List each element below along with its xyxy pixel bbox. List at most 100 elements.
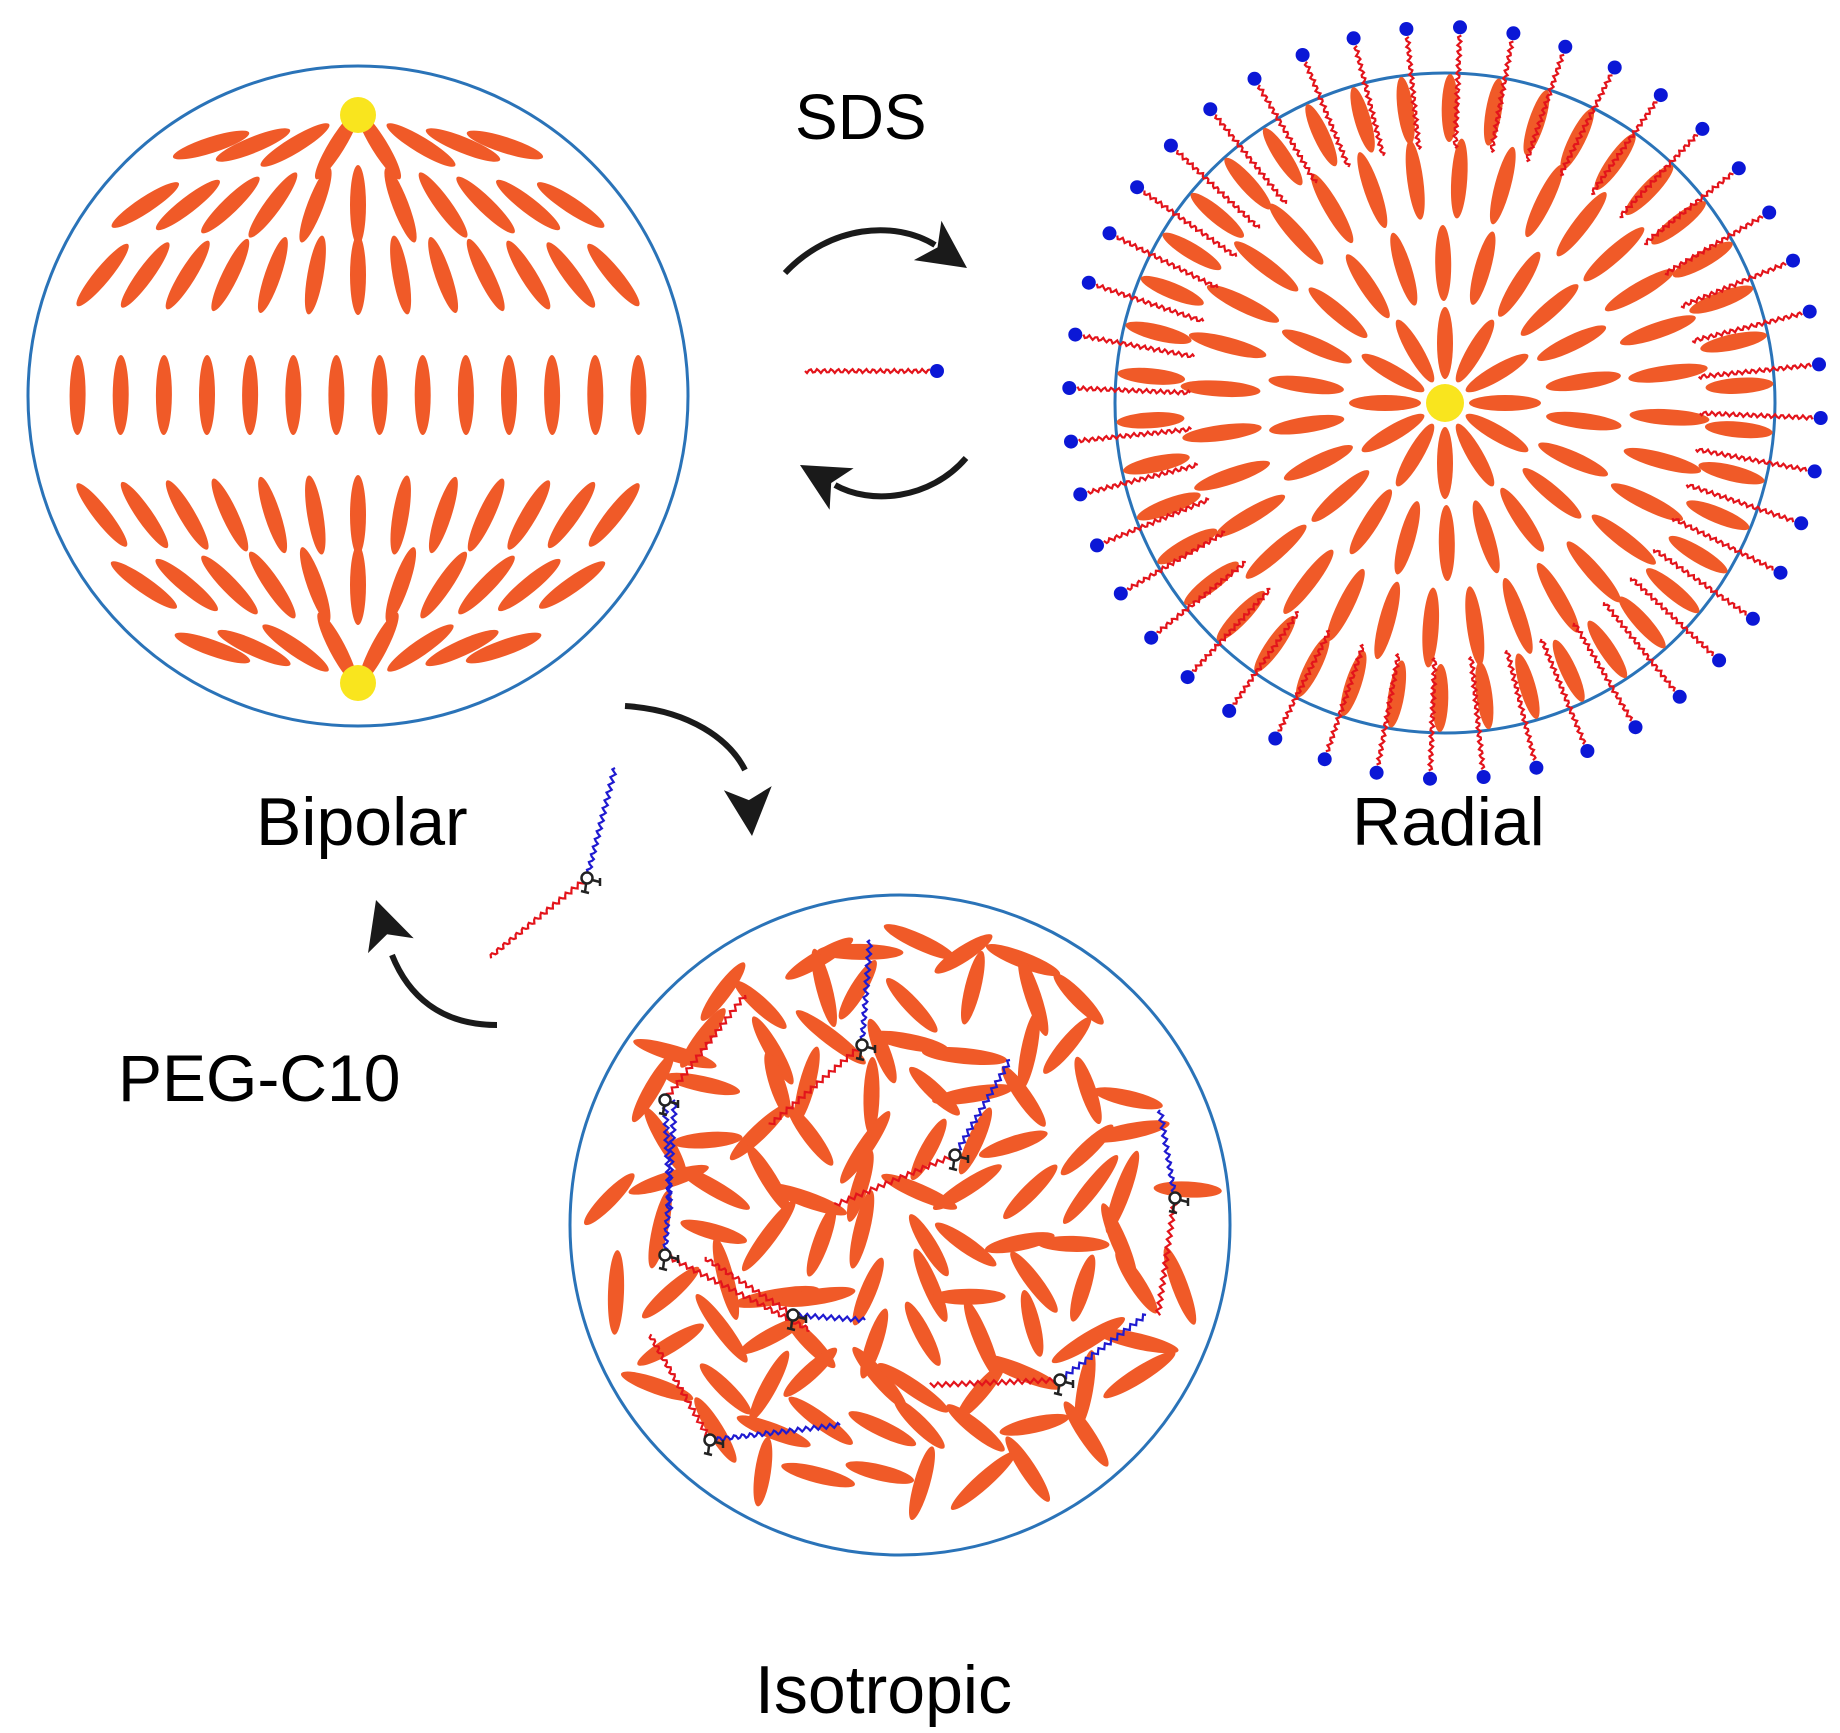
- mesogen: [631, 1053, 674, 1123]
- linker-bond: [951, 1160, 956, 1170]
- sds-surfactant-icon: [804, 364, 944, 378]
- sds-tail: [1525, 53, 1565, 163]
- mesogen: [1591, 514, 1656, 565]
- mesogen: [934, 1222, 997, 1267]
- mesogen: [1587, 620, 1628, 679]
- mesogen: [1520, 284, 1579, 336]
- sds-head: [1453, 20, 1467, 35]
- mesogen: [547, 481, 596, 549]
- sds-tail: [1572, 622, 1634, 722]
- sds-tail: [1303, 61, 1352, 168]
- linker-bond: [959, 1155, 969, 1161]
- mesogen: [984, 1232, 1055, 1254]
- linker-ring: [658, 1248, 672, 1262]
- sds-tail: [1671, 517, 1774, 571]
- sds-tail: [1175, 149, 1261, 229]
- mesogen: [934, 934, 993, 974]
- linker-ring: [855, 1038, 869, 1052]
- mesogen: [806, 1205, 837, 1277]
- sds-tail: [1353, 44, 1386, 157]
- mesogen: [1500, 487, 1545, 552]
- sds-tail: [1426, 657, 1439, 772]
- linker-bond: [706, 1445, 711, 1455]
- mesogen: [76, 243, 129, 307]
- sds-tail: [1619, 133, 1699, 219]
- droplet-border: [568, 893, 1232, 1557]
- alkyl-chain: [648, 1333, 713, 1441]
- sds-head: [1180, 670, 1195, 685]
- linker-bond: [1056, 1385, 1061, 1395]
- mesogen: [1190, 192, 1245, 238]
- mesogen: [1455, 319, 1495, 383]
- mesogen: [1386, 660, 1407, 728]
- mesogen: [262, 624, 329, 672]
- mesogen: [304, 235, 326, 315]
- mesogen: [299, 547, 331, 623]
- mesogen: [1624, 164, 1674, 216]
- mesogen: [648, 1190, 672, 1269]
- mesogen: [1188, 332, 1267, 359]
- mesogen: [913, 1248, 948, 1322]
- mesogen: [536, 182, 605, 228]
- mesogen: [1395, 423, 1435, 487]
- mesogen: [1545, 371, 1621, 392]
- mesogen: [1525, 164, 1564, 238]
- sds-tail: [1232, 610, 1299, 705]
- mesogen: [1234, 241, 1299, 292]
- mesogen: [428, 237, 459, 313]
- sds-tail: [1277, 629, 1331, 732]
- mesogen: [1583, 227, 1645, 282]
- mesogen: [680, 1219, 747, 1244]
- sds-head: [1607, 60, 1622, 75]
- mesogen: [894, 1398, 945, 1449]
- linker-bond: [583, 883, 588, 893]
- mesogen: [1281, 329, 1352, 364]
- center-defect: [1426, 384, 1464, 422]
- sds-head: [1113, 586, 1128, 601]
- sds-head: [1068, 327, 1083, 342]
- arrow-shaft: [389, 953, 498, 1028]
- sds-head: [1130, 180, 1145, 195]
- isotropic-label: Isotropic: [755, 1652, 1012, 1728]
- mesogen: [1017, 1011, 1040, 1091]
- mesogen: [112, 355, 129, 435]
- sds-tail: [1256, 84, 1318, 184]
- sds-tail: [1404, 35, 1423, 151]
- mesogen: [1357, 152, 1388, 229]
- mesogen: [1556, 192, 1607, 257]
- mesogen: [1093, 1087, 1163, 1110]
- sds-tail: [1489, 40, 1515, 154]
- sds-head: [1580, 744, 1595, 758]
- mesogen: [174, 632, 251, 664]
- mesogen: [201, 555, 258, 615]
- sds-head: [1506, 26, 1521, 41]
- mesogen: [120, 242, 170, 308]
- sds-tail: [1086, 462, 1199, 495]
- sds-tail: [1451, 34, 1464, 149]
- sds-head: [1476, 770, 1491, 784]
- mesogen: [546, 242, 596, 308]
- mesogen: [699, 1363, 752, 1415]
- mesogen: [1396, 76, 1415, 145]
- sds-tail: [1077, 425, 1193, 444]
- mesogen: [1619, 315, 1696, 346]
- mesogen: [425, 128, 501, 162]
- sds-head: [1812, 357, 1826, 372]
- mesogen: [1062, 1155, 1119, 1224]
- mesogen: [538, 561, 606, 609]
- mesogen: [781, 1462, 855, 1488]
- mesogen: [1184, 561, 1239, 605]
- mesogen: [788, 1396, 853, 1445]
- mesogen: [999, 1413, 1070, 1436]
- mesogen: [387, 624, 454, 672]
- mesogen: [1390, 232, 1418, 306]
- linker-icon: [658, 1248, 680, 1272]
- mesogen: [1672, 241, 1733, 278]
- mesogen: [1450, 138, 1468, 219]
- mesogen: [620, 1371, 694, 1402]
- mesogen: [1537, 325, 1607, 361]
- sds-head: [1529, 760, 1544, 775]
- mesogen: [583, 1173, 635, 1226]
- mesogen: [783, 1347, 838, 1397]
- sds-head: [1653, 88, 1668, 103]
